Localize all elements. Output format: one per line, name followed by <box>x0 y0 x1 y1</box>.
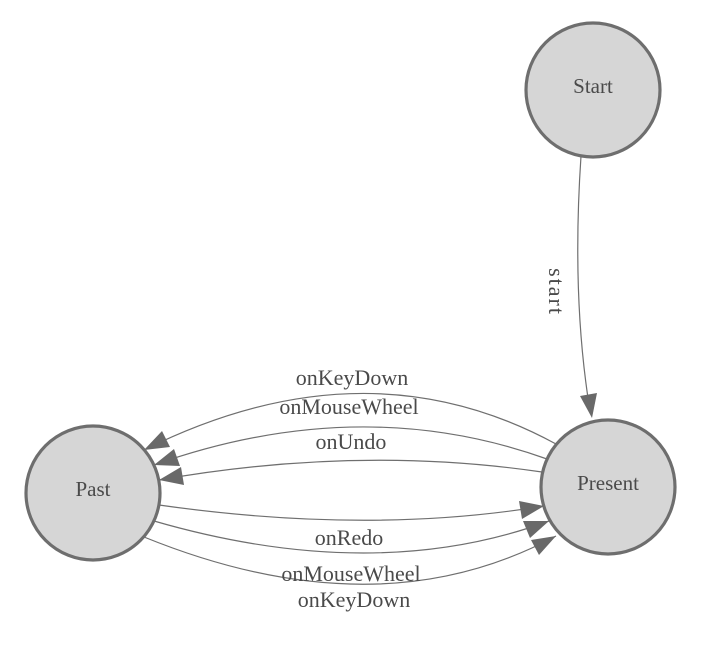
edge-present-to-past-onmousewheel <box>153 426 548 466</box>
node-past[interactable]: Past <box>24 424 162 562</box>
node-present[interactable]: Present <box>539 418 677 556</box>
arrowhead-icon-onredo-to-present <box>519 501 544 519</box>
edge-start-to-present <box>577 155 589 399</box>
arrowhead-icon-start-to-present <box>580 393 597 418</box>
edge-present-to-past-onkeydown <box>143 392 557 451</box>
edge-past-to-present-onkeydown <box>143 535 557 585</box>
edge-label-onredo: onRedo <box>315 525 383 550</box>
node-start-circle[interactable] <box>524 21 662 159</box>
arrowhead-icon-onkeydown-to-past <box>144 431 170 450</box>
arrowhead-icon-onkeydown-to-present <box>531 536 556 555</box>
nodes-layer: Start Past Present <box>24 21 677 562</box>
edge-labels-layer: start onKeyDown onMouseWheel onUndo onRe… <box>279 268 569 612</box>
arrowhead-icon-onmousewheel-to-past <box>154 449 180 466</box>
node-present-circle[interactable] <box>539 418 677 556</box>
node-start[interactable]: Start <box>524 21 662 159</box>
edge-label-onkeydown-top: onKeyDown <box>296 365 408 390</box>
edge-label-onmousewheel-bottom: onMouseWheel <box>281 561 420 586</box>
edge-label-onmousewheel-top: onMouseWheel <box>279 394 418 419</box>
arrowhead-icon-onmousewheel-to-present <box>523 521 549 538</box>
node-start-label: Start <box>573 74 613 98</box>
edge-label-onkeydown-bottom: onKeyDown <box>298 587 410 612</box>
node-past-circle[interactable] <box>24 424 162 562</box>
edges-layer <box>143 155 597 585</box>
arrowhead-icon-onundo-to-past <box>159 467 184 485</box>
edge-present-to-past-onundo <box>158 459 543 481</box>
edge-past-to-present-onredo <box>158 504 545 521</box>
node-present-label: Present <box>577 471 639 495</box>
edge-label-start: start <box>544 268 569 316</box>
edge-label-onundo: onUndo <box>316 429 387 454</box>
node-past-label: Past <box>75 477 110 501</box>
edge-past-to-present-onmousewheel <box>153 520 550 554</box>
